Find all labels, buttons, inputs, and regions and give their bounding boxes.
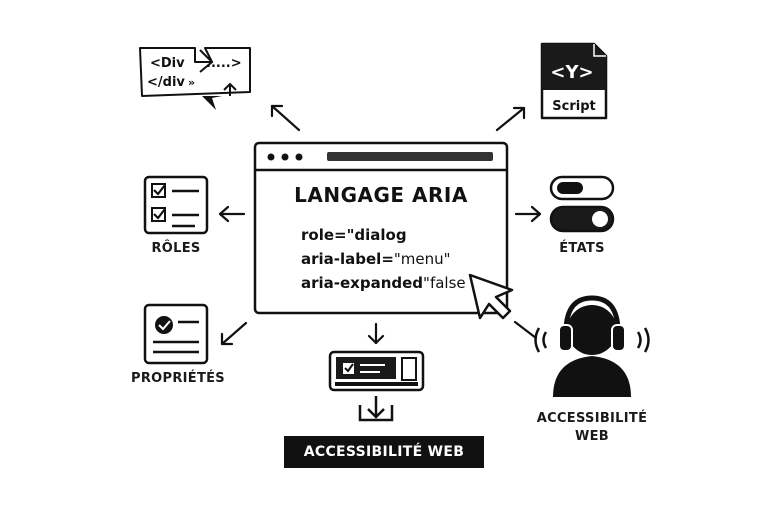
output-tray-icon (358, 396, 394, 422)
cursor-icon (468, 273, 514, 320)
window-title: LANGAGE ARIA (294, 183, 468, 207)
arrow-to-device-icon (367, 322, 385, 345)
roles-checklist-icon (143, 175, 209, 235)
code-line-label: aria-label="menu" (301, 250, 451, 268)
arrow-to-toggles-icon (514, 205, 542, 223)
script-file-icon: <Y> Script (540, 42, 608, 120)
arrow-to-script-icon (495, 106, 526, 132)
label-roles: RÔLES (151, 241, 201, 256)
code-key: aria-expanded (301, 274, 424, 292)
snippet-dots: .....> (206, 56, 242, 71)
script-glyph: <Y> (550, 62, 593, 83)
footer-banner: ACCESSIBILITÉ WEB (284, 436, 484, 468)
snippet-tail: » (188, 76, 195, 89)
code-value: "dialog (346, 226, 407, 244)
code-line-role: role="dialog (301, 226, 407, 244)
code-key: aria-label= (301, 250, 394, 268)
toggles-icon (549, 175, 615, 233)
html-snippet-icon: <Div .....> </div » (139, 47, 251, 110)
arrow-to-user-icon (513, 320, 538, 340)
arrow-to-snippet-icon (270, 104, 301, 132)
code-value: "false (423, 274, 466, 292)
code-line-expanded: aria-expanded"false (301, 274, 466, 292)
window-dot-icon (267, 153, 275, 161)
label-accessibilite-line1: ACCESSIBILITÉ (536, 411, 648, 426)
screen-reader-device-icon (328, 350, 425, 392)
window-dot-icon (281, 153, 289, 161)
window-dot-icon (295, 153, 303, 161)
script-label: Script (552, 99, 595, 114)
code-key: role= (301, 226, 347, 244)
snippet-line1: <Div (150, 56, 185, 71)
snippet-cursor-icon (202, 96, 222, 110)
snippet-line2: </div (147, 75, 185, 90)
user-headphones-icon (534, 295, 650, 397)
address-bar (327, 152, 493, 161)
label-accessibilite-line2: WEB (574, 429, 610, 444)
label-proprietes: PROPRIÉTÉS (131, 371, 225, 386)
properties-document-icon (143, 303, 209, 365)
arrow-to-roles-icon (218, 205, 246, 223)
arrow-to-properties-icon (220, 321, 248, 346)
code-value: "menu" (393, 250, 451, 268)
browser-window (253, 141, 509, 315)
label-etats: ÉTATS (559, 241, 605, 256)
